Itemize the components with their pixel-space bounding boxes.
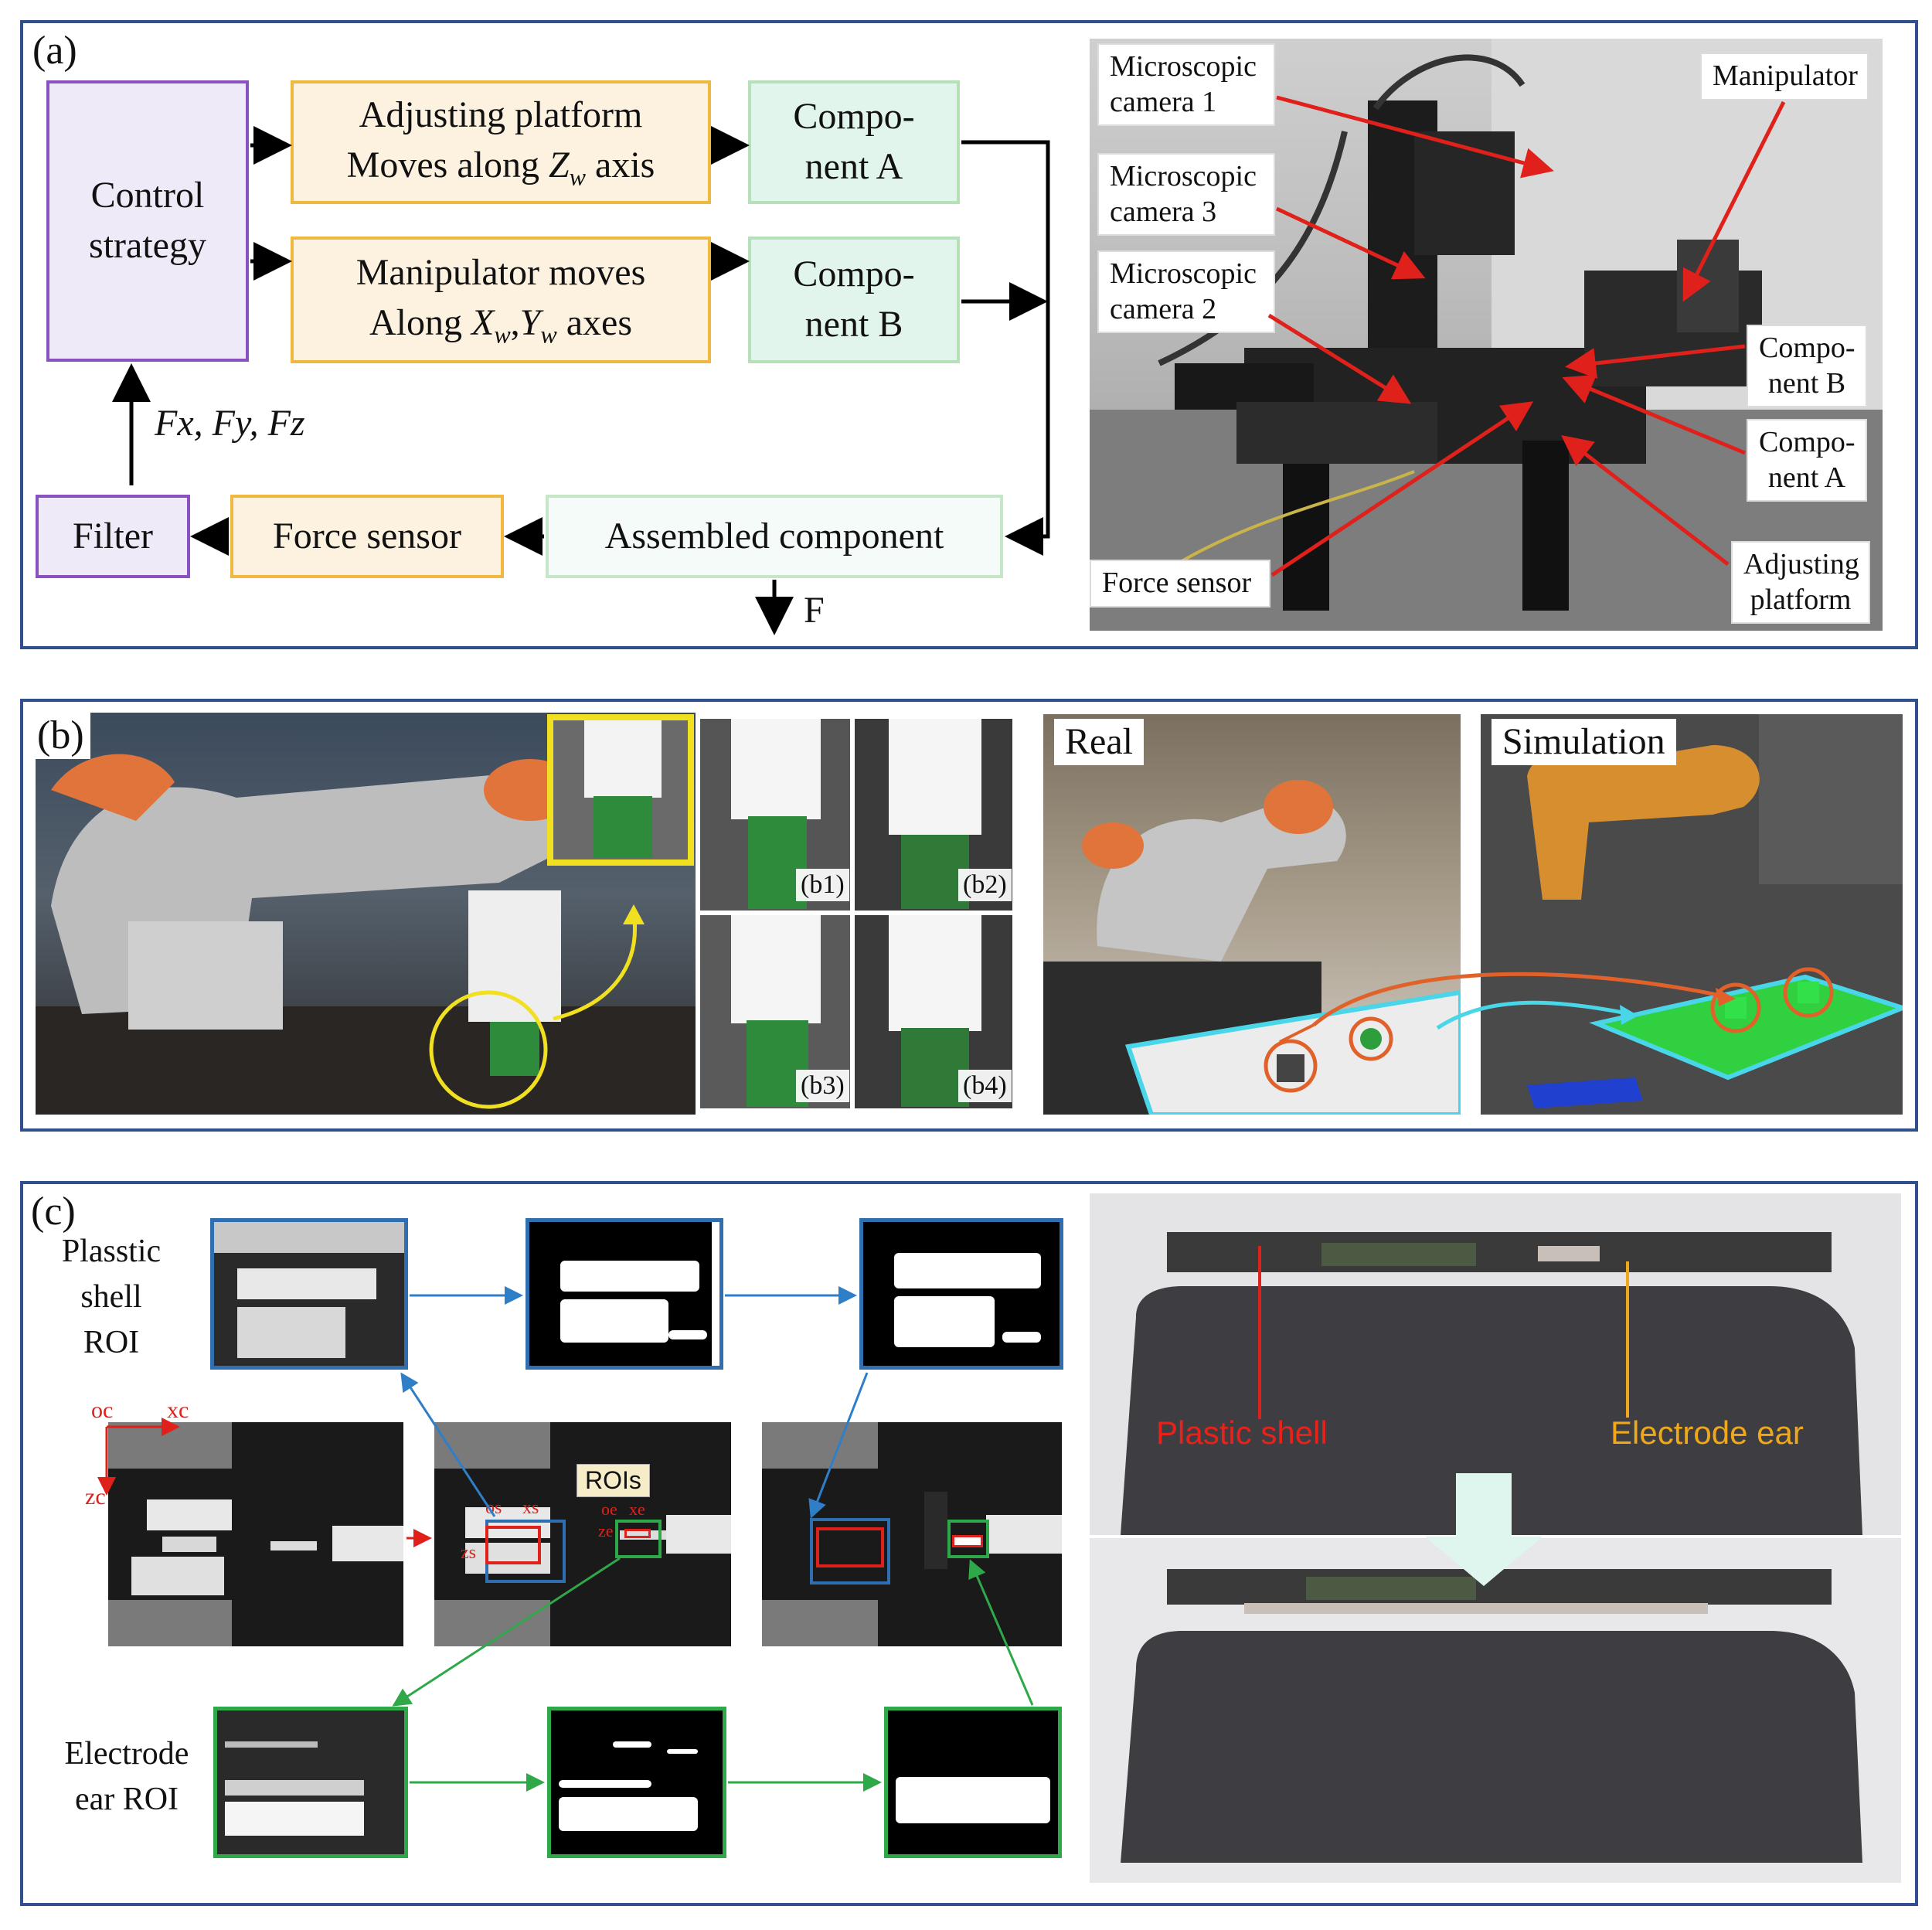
panel-b-frame (20, 699, 1918, 1132)
assembled-component-box: Assembled component (546, 495, 1003, 578)
electrode-ear-label: Electrode ear (1611, 1414, 1804, 1451)
component-a-box: Compo- nent A (748, 80, 960, 204)
electrode-roi-red-right (952, 1535, 983, 1547)
real-scene-photo (1043, 714, 1461, 1115)
manipulator-box: Manipulator moves Along Xw,Yw axes (291, 237, 711, 363)
electrode-ear-roi-label: Electrode ear ROI (64, 1736, 189, 1817)
sublabel-b1: (b1) (796, 869, 849, 901)
axes-text: axes (556, 302, 632, 343)
axis-text: axis (586, 145, 655, 186)
comma: , (510, 302, 520, 343)
zw-symbol: Zw (548, 145, 587, 191)
battery-before-illustration (1121, 1232, 1862, 1535)
plastic-roi-gray (210, 1218, 408, 1370)
forces-text: Fx, Fy, Fz (155, 403, 305, 444)
callout-force-sensor: Force sensor (1090, 560, 1270, 608)
battery-after-illustration (1121, 1569, 1862, 1863)
simulation-render (1481, 714, 1903, 1115)
sublabel-b4: (b4) (958, 1070, 1012, 1102)
callout-camera-1: Microscopic camera 1 (1097, 43, 1275, 127)
gripper-zoom-illustration (584, 720, 662, 858)
photo-b4 (855, 915, 1012, 1108)
adjusting-text: Moves along (346, 145, 549, 186)
simulation-illustration (1527, 714, 1903, 1108)
yw-symbol: Yw (519, 302, 557, 349)
electrode-roi-box-right (947, 1520, 989, 1558)
axis-ze: ze (598, 1521, 614, 1540)
force-sensor-box: Force sensor (230, 495, 504, 578)
axis-xs: xs (522, 1498, 539, 1518)
control-strategy-box: Control strategy (46, 80, 249, 362)
axis-oc: oc (91, 1397, 114, 1423)
plastic-roi-box-right (810, 1518, 890, 1585)
panel-a-frame (20, 20, 1918, 649)
axis-xe: xe (629, 1499, 645, 1519)
filter-box: Filter (36, 495, 190, 578)
axis-zs: zs (461, 1543, 476, 1563)
panel-a-label: (a) (32, 29, 77, 73)
panel-c-label: (c) (31, 1190, 76, 1234)
sublabel-b2: (b2) (958, 869, 1012, 901)
camera-image-rois (434, 1422, 731, 1646)
robot-illustration (36, 754, 696, 1115)
plastic-roi-red-middle (485, 1526, 541, 1564)
line-comp-a-right (961, 140, 1050, 556)
adjusting-platform-line2: Moves along Zw axis (347, 141, 655, 194)
plastic-roi-binary-2 (859, 1218, 1063, 1370)
electrode-roi-red-middle (624, 1529, 651, 1538)
plastic-shell-label: Plastic shell (1156, 1414, 1328, 1451)
real-scene-illustration (1043, 780, 1461, 1115)
f-output-label: F (804, 590, 825, 631)
adjusting-platform-box: Adjusting platform Moves along Zw axis (291, 80, 711, 204)
panel-c-frame (20, 1181, 1918, 1906)
adjusting-platform-line1: Adjusting platform (359, 94, 643, 136)
sublabel-b3: (b3) (796, 1070, 849, 1102)
real-label: Real (1054, 719, 1144, 765)
photo-b2 (855, 719, 1012, 911)
axis-os: os (485, 1498, 502, 1518)
callout-component-a: Compo- nent A (1747, 419, 1867, 502)
callout-camera-2: Microscopic camera 2 (1097, 250, 1275, 334)
callout-adjusting-platform: Adjusting platform (1731, 541, 1870, 625)
plastic-roi-red-right (816, 1527, 884, 1567)
plastic-shell-roi-label: Plasstic shell ROI (61, 1234, 162, 1360)
rois-tag: ROIs (577, 1464, 650, 1497)
simulation-label: Simulation (1492, 719, 1676, 765)
callout-component-b: Compo- nent B (1747, 325, 1867, 408)
xw-symbol: Xw (471, 302, 511, 349)
gripper-zoom-inset (547, 714, 694, 866)
battery-photo-after (1090, 1538, 1901, 1883)
axis-oe: oe (601, 1499, 617, 1519)
camera-image-raw (108, 1422, 403, 1646)
plastic-roi-binary-1 (526, 1218, 723, 1370)
electrode-roi-gray (213, 1707, 408, 1858)
forces-label: Fx, Fy, Fz (155, 402, 305, 444)
callout-camera-3: Microscopic camera 3 (1097, 153, 1275, 237)
callout-manipulator: Manipulator (1700, 53, 1869, 100)
component-b-box: Compo- nent B (748, 237, 960, 363)
manipulator-line1: Manipulator moves (355, 252, 646, 294)
along-text: Along (369, 302, 471, 343)
electrode-roi-binary-2 (884, 1707, 1062, 1858)
electrode-roi-box-middle (615, 1520, 662, 1558)
electrode-roi-binary-1 (547, 1707, 726, 1858)
manipulator-line2: Along Xw,Yw axes (369, 298, 632, 352)
panel-b-label: (b) (31, 713, 90, 759)
